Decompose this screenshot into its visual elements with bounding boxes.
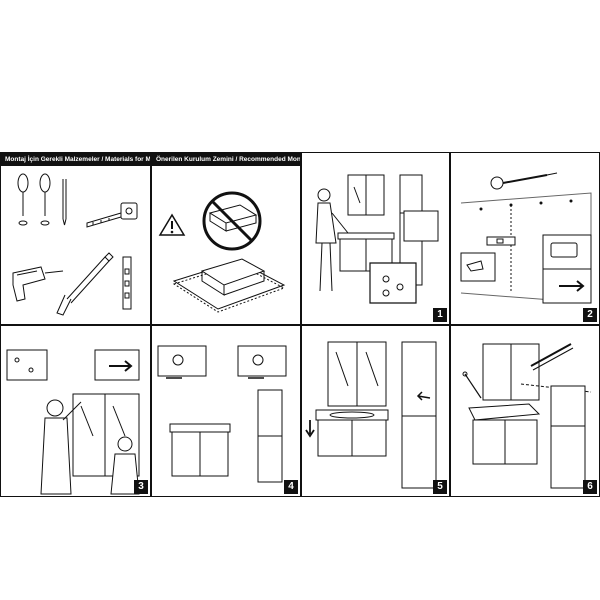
step-panel-4: 4 <box>151 325 301 497</box>
step-2-illustration <box>451 153 600 325</box>
bracket-detail <box>95 350 139 380</box>
person-figure <box>316 189 348 291</box>
bracket-detail <box>158 346 206 378</box>
drill-icon <box>13 267 63 301</box>
tall-cabinet <box>551 386 585 488</box>
step-panel-5: 5 <box>301 325 450 497</box>
step-number: 6 <box>583 480 597 494</box>
vanity-unit <box>338 233 394 271</box>
prohibited-icon <box>204 193 260 249</box>
step-number: 2 <box>583 308 597 322</box>
materials-header: Montaj İçin Gerekli Malzemeler / Materia… <box>1 153 150 166</box>
bracket-detail <box>543 269 591 303</box>
pencil-icon <box>63 179 66 225</box>
step-6-illustration <box>451 326 600 497</box>
screw-pin-icon <box>463 372 481 398</box>
step-number: 3 <box>134 480 148 494</box>
vanity-unit <box>170 424 230 476</box>
mirror-cabinet <box>348 175 384 215</box>
screwdriver-icon <box>18 174 28 225</box>
step-5-illustration <box>302 326 450 497</box>
mirror-cabinet <box>483 344 539 400</box>
drill-icon <box>461 253 495 281</box>
arrow-down-icon <box>306 420 314 436</box>
step-number: 4 <box>284 480 298 494</box>
mirror-cabinet <box>328 342 386 406</box>
rug-icon <box>174 259 284 312</box>
materials-panel: Montaj İçin Gerekli Malzemeler / Materia… <box>0 152 151 325</box>
tall-cabinet <box>402 342 436 488</box>
step-number: 5 <box>433 480 447 494</box>
spirit-level-icon <box>123 257 131 309</box>
floor-panel: Önerilen Kurulum Zemini / Recommended Mo… <box>151 152 301 325</box>
person-figure <box>41 400 81 494</box>
step-3-illustration <box>1 326 151 497</box>
wall-plug-icon <box>491 173 557 189</box>
step-panel-2: 2 <box>450 152 600 325</box>
caulking-gun-icon <box>531 344 573 370</box>
bracket-detail <box>238 346 286 378</box>
step-panel-6: 6 <box>450 325 600 497</box>
warning-icon <box>160 215 184 235</box>
detail-callout <box>370 263 416 303</box>
step-4-illustration <box>152 326 301 497</box>
tools-illustration <box>1 153 151 325</box>
tape-measure-icon <box>87 203 137 227</box>
step-panel-3: 3 <box>0 325 151 497</box>
step-number: 1 <box>433 308 447 322</box>
screwdriver-icon <box>40 174 50 225</box>
tall-cabinet <box>400 175 438 285</box>
bracket-detail <box>543 235 591 269</box>
instruction-sheet: Montaj İçin Gerekli Malzemeler / Materia… <box>0 152 600 497</box>
floor-header: Önerilen Kurulum Zemini / Recommended Mo… <box>152 153 300 166</box>
person-figure <box>111 437 139 494</box>
vanity-unit <box>316 410 388 456</box>
spirit-level-icon <box>487 237 515 245</box>
bracket-detail <box>7 350 47 380</box>
vanity-unit <box>469 404 539 464</box>
floor-illustration <box>152 153 301 325</box>
step-panel-1: 1 <box>301 152 450 325</box>
tall-cabinet <box>258 390 282 482</box>
caulking-gun-icon <box>57 253 113 315</box>
step-1-illustration <box>302 153 450 325</box>
